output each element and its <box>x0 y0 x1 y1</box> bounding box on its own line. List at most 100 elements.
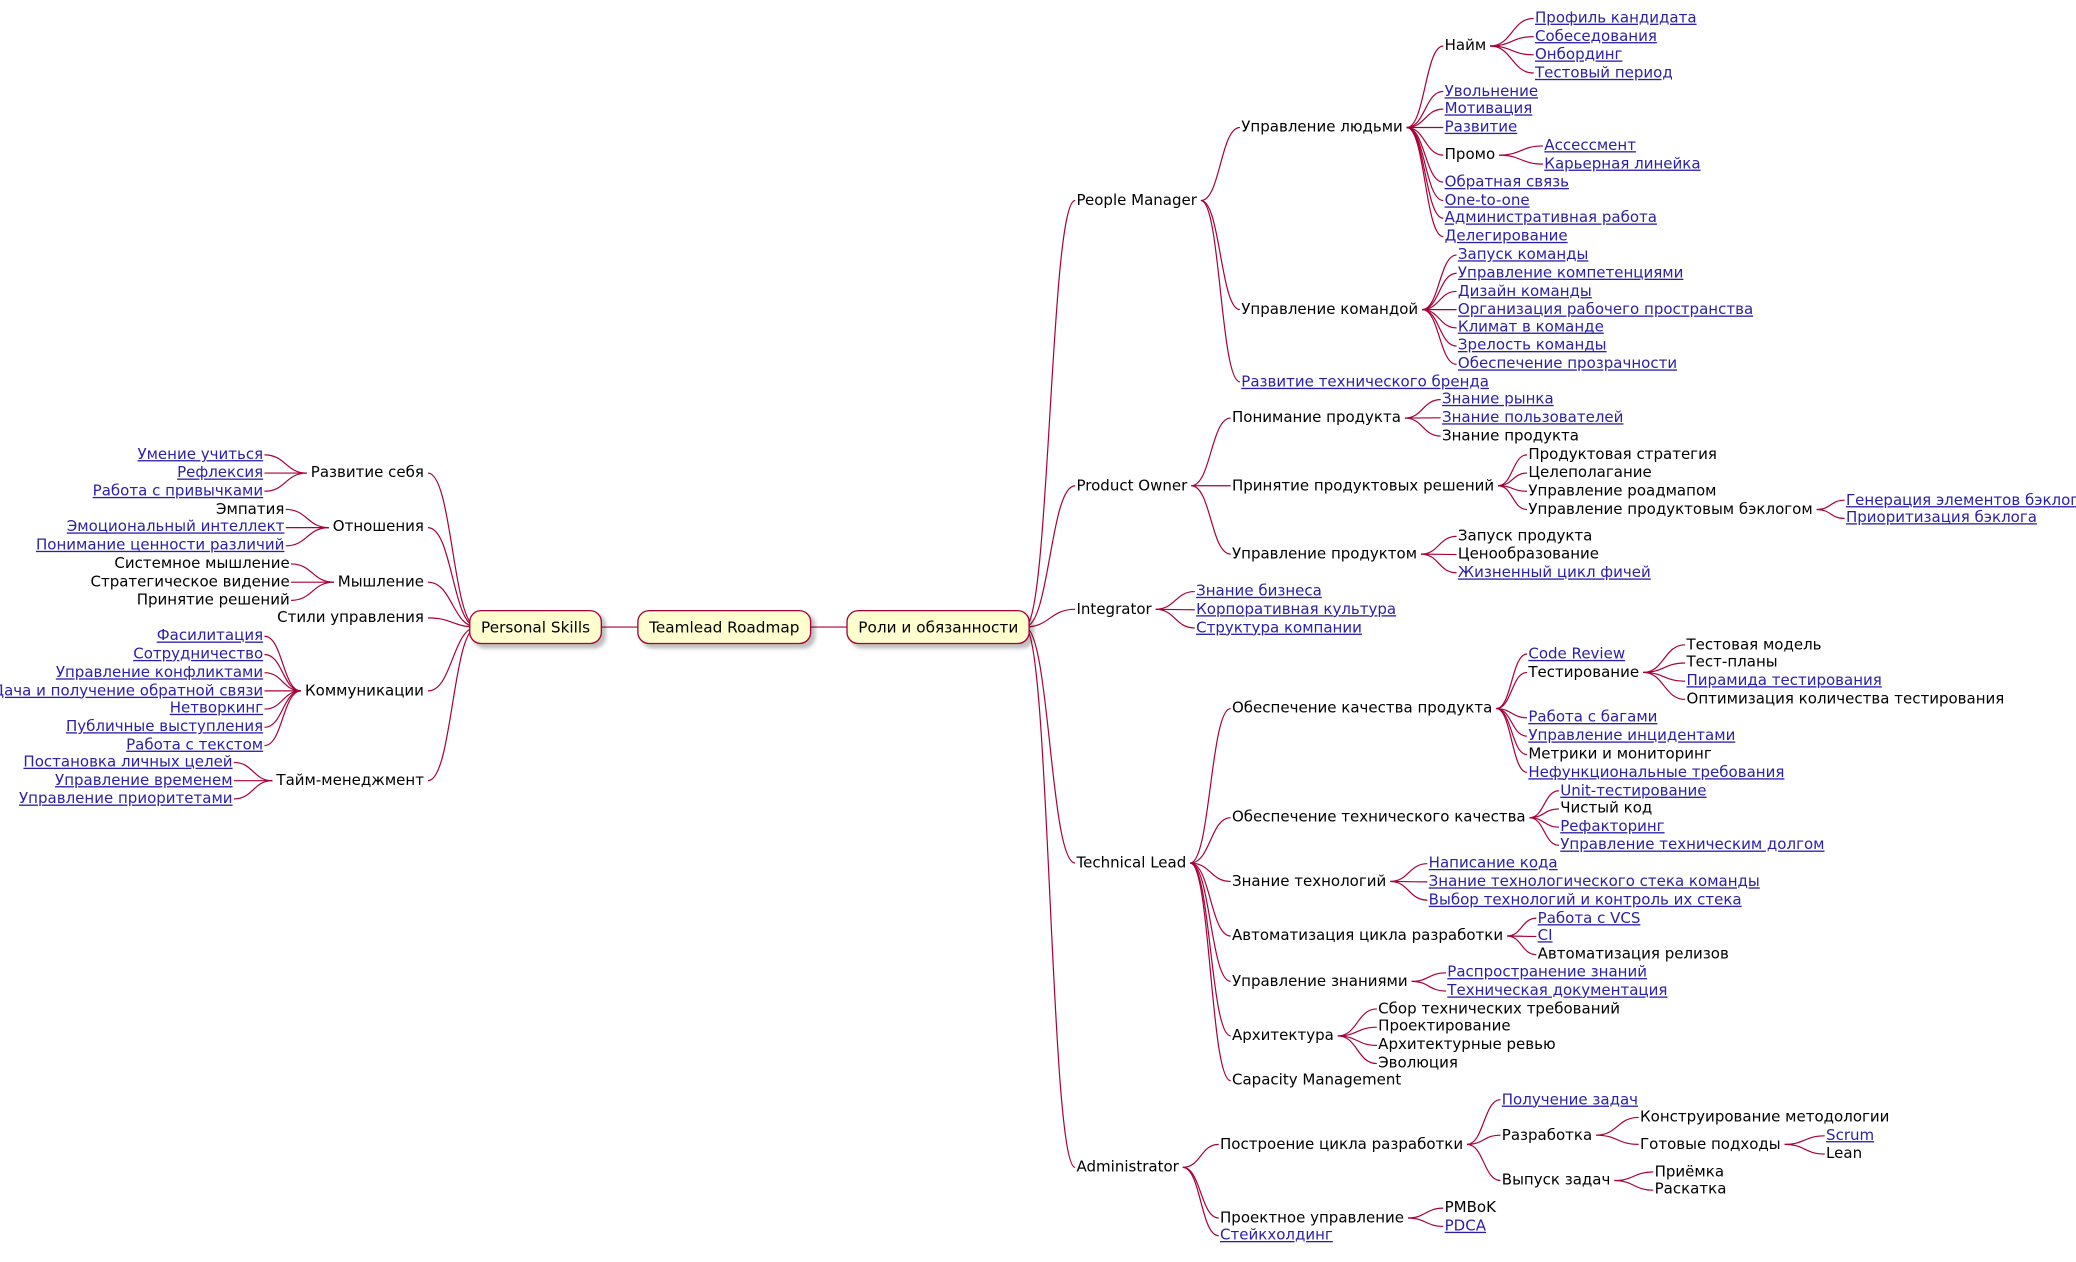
connector-line <box>1406 126 1444 202</box>
connector-line <box>1496 671 1528 710</box>
responsibility-link[interactable]: Знание бизнеса <box>1196 582 1322 600</box>
topic-link[interactable]: Административная работа <box>1444 209 1657 227</box>
topic-link[interactable]: Зрелость команды <box>1457 336 1607 354</box>
topic-link[interactable]: CI <box>1537 927 1553 945</box>
personal-skill-link[interactable]: Управление временем <box>55 771 233 789</box>
personal-skill-link[interactable]: Рефлексия <box>177 463 264 481</box>
personal-skill-link[interactable]: Дача и получение обратной связи <box>0 681 264 699</box>
topic-node: Метрики и мониторинг <box>1528 745 1712 763</box>
topic-link[interactable]: PDCA <box>1444 1217 1487 1235</box>
topic-link[interactable]: Жизненный цикл фичей <box>1457 563 1651 581</box>
responsibility-node: Обеспечение технического качества <box>1231 808 1526 826</box>
personal-skill-link[interactable]: Работа с текстом <box>126 736 264 754</box>
responsibility-node: Архитектура <box>1231 1026 1334 1044</box>
topic-link[interactable]: Рефакторинг <box>1560 817 1665 836</box>
personal-skill-link[interactable]: Управление конфликтами <box>55 663 264 681</box>
connector-line <box>1407 1207 1444 1219</box>
topic-link[interactable]: One-to-one <box>1444 191 1530 209</box>
role-node: Administrator <box>1076 1158 1179 1176</box>
topic-node: Тест-планы <box>1686 653 1778 671</box>
topic-link[interactable]: Получение задач <box>1501 1090 1639 1108</box>
topic-link[interactable]: Организация рабочего пространства <box>1457 300 1754 318</box>
responsibility-link[interactable]: Развитие технического бренда <box>1241 372 1489 390</box>
topic-link[interactable]: Мотивация <box>1444 99 1533 117</box>
topic-node: Промо <box>1444 145 1496 164</box>
connector-line <box>1200 126 1241 202</box>
personal-skill-link[interactable]: Постановка личных целей <box>23 753 233 771</box>
topic-link[interactable]: Профиль кандидата <box>1534 9 1697 27</box>
topic-node: Ценообразование <box>1457 545 1600 563</box>
personal-skill-link[interactable]: Понимание ценности различий <box>35 536 285 554</box>
topic-link[interactable]: Обеспечение прозрачности <box>1457 355 1678 373</box>
topic-link[interactable]: Собеседования <box>1534 27 1657 45</box>
topic-link[interactable]: Запуск команды <box>1457 245 1589 263</box>
topic-link[interactable]: Пирамида тестирования <box>1686 672 1882 690</box>
responsibility-node: Проектное управление <box>1220 1208 1405 1226</box>
topic-link[interactable]: Тестовый период <box>1534 63 1673 81</box>
topic-link[interactable]: Code Review <box>1528 644 1626 662</box>
topic-link[interactable]: Знание пользователей <box>1441 408 1624 426</box>
topic-link[interactable]: Нефункциональные требования <box>1528 763 1785 781</box>
topic-link[interactable]: Управление инцидентами <box>1528 726 1736 745</box>
personal-skill-link[interactable]: Фасилитация <box>156 627 264 645</box>
topic-node: Разработка <box>1501 1125 1593 1144</box>
connector-line <box>1816 508 1845 520</box>
topic-link[interactable]: Ассессмент <box>1544 136 1636 154</box>
responsibility-link[interactable]: Корпоративная культура <box>1196 600 1397 618</box>
connector-line <box>1422 308 1457 329</box>
personal-skill-link[interactable]: Нетворкинг <box>169 699 264 717</box>
topic-link[interactable]: Выбор технологий и контроль их стека <box>1428 890 1742 908</box>
connector-line <box>1614 1179 1654 1191</box>
topic-link[interactable]: Управление техническим долгом <box>1560 836 1825 854</box>
role-node: Technical Lead <box>1076 853 1187 871</box>
responsibility-node: Capacity Management <box>1231 1071 1402 1089</box>
personal-skill-link[interactable]: Эмоциональный интеллект <box>66 518 285 536</box>
topic-link[interactable]: Приоритизация бэклога <box>1845 509 2037 527</box>
topic-link[interactable]: Написание кода <box>1428 854 1558 872</box>
connector-line <box>1422 254 1457 311</box>
topic-link[interactable]: Знание рынка <box>1441 390 1554 408</box>
topic-link[interactable]: Unit-тестирование <box>1560 781 1707 799</box>
connector-line <box>1190 862 1231 883</box>
responsibility-link[interactable]: Стейкхолдинг <box>1220 1226 1333 1244</box>
topic-link[interactable]: Scrum <box>1826 1126 1875 1144</box>
personal-skill-link[interactable]: Умение учиться <box>137 445 264 463</box>
topic-link[interactable]: Развитие <box>1444 118 1518 136</box>
personal-skill-link[interactable]: Работа с привычками <box>92 482 264 500</box>
topic-link[interactable]: Карьерная линейка <box>1544 154 1701 173</box>
connector-line <box>1182 1166 1219 1237</box>
topic-link[interactable]: Знание технологического стека команды <box>1428 872 1760 890</box>
connector-line <box>1490 45 1534 74</box>
connector-line <box>1507 917 1537 937</box>
connector-line <box>1024 485 1076 628</box>
role-node: People Manager <box>1076 191 1197 209</box>
topic-link[interactable]: Обратная связь <box>1444 172 1569 190</box>
personal-skill-link[interactable]: Сотрудничество <box>133 645 264 663</box>
connector-line <box>1466 1143 1501 1182</box>
personal-skill-link[interactable]: Публичные выступления <box>65 718 264 736</box>
topic-node: Эволюция <box>1378 1054 1458 1072</box>
topic-link[interactable]: Работа с VCS <box>1537 909 1641 927</box>
connector-line <box>1155 608 1195 629</box>
topic-link[interactable]: Дизайн команды <box>1457 282 1592 300</box>
connector-line <box>1337 1035 1377 1065</box>
connector-line <box>1190 707 1231 864</box>
topic-node: Продуктовая стратегия <box>1528 445 1717 463</box>
connector-line <box>1496 707 1528 756</box>
topic-link[interactable]: Делегирование <box>1444 227 1568 245</box>
topic-link[interactable]: Климат в команде <box>1457 318 1604 336</box>
topic-link[interactable]: Техническая документация <box>1447 981 1668 999</box>
responsibility-node: Принятие продуктовых решений <box>1231 476 1495 494</box>
topic-link[interactable]: Онбординг <box>1534 45 1623 63</box>
connector-line <box>1421 535 1457 555</box>
connector-line <box>1596 1134 1639 1145</box>
topic-link[interactable]: Работа с багами <box>1528 708 1658 726</box>
topic-node: Тестовая модель <box>1686 635 1822 653</box>
responsibility-link[interactable]: Структура компании <box>1196 618 1362 636</box>
personal-skill-link[interactable]: Управление приоритетами <box>19 789 233 807</box>
topic-link[interactable]: Увольнение <box>1444 82 1539 100</box>
topic-link[interactable]: Управление компетенциями <box>1457 264 1684 282</box>
topic-link[interactable]: Распространение знаний <box>1447 963 1648 981</box>
topic-link[interactable]: Генерация элементов бэклога <box>1845 491 2076 509</box>
